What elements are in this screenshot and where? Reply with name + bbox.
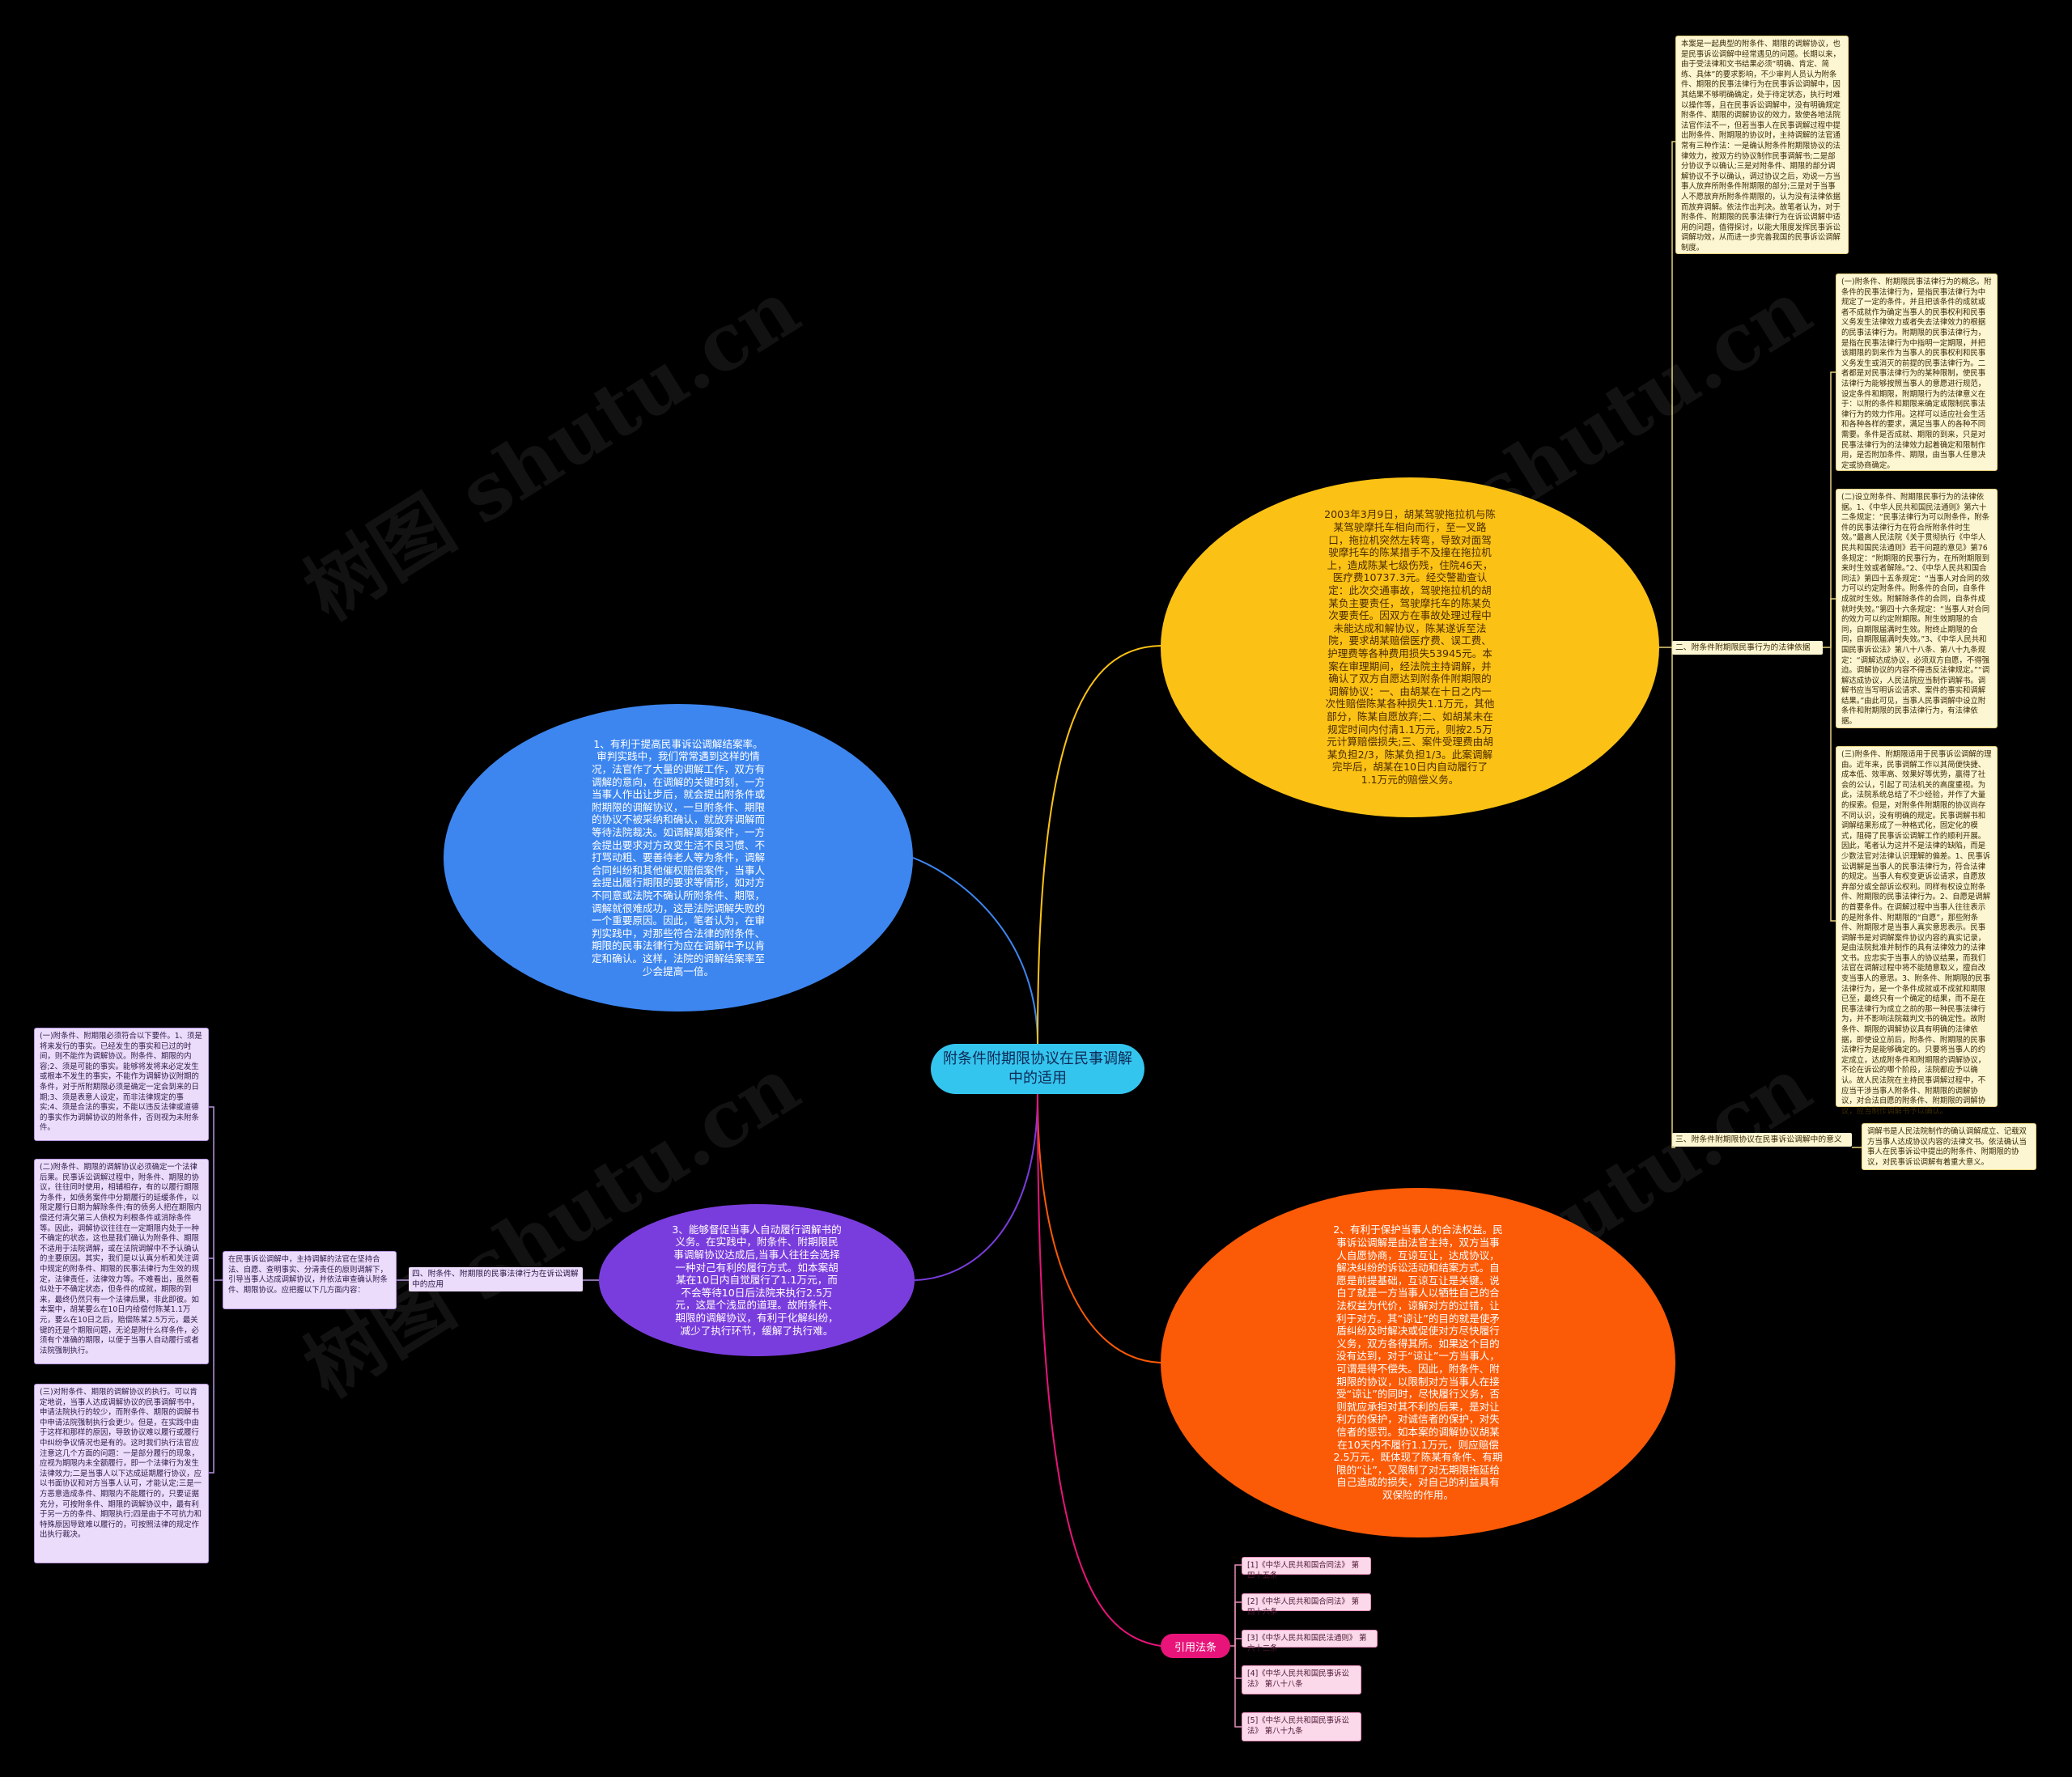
references-topic[interactable]: 引用法条 (1161, 1634, 1230, 1658)
note-execution[interactable]: (三)对附条件、期限的调解协议的执行。可以肯定地说，当事人达成调解协议的民事调解… (34, 1384, 209, 1563)
note-significance[interactable]: 调解书是人民法院制作的确认调解成立、记载双方当事人达成协议内容的法律文书。依法确… (1862, 1123, 2036, 1170)
branch-protection-text: 2、有利于保护当事人的合法权益。民事诉讼调解是由法官主持，双方当事人自愿协商，互… (1333, 1224, 1503, 1501)
reference-item[interactable]: [2]《中华人民共和国合同法》 第四十六条 (1242, 1593, 1371, 1617)
reference-item[interactable]: [1]《中华人民共和国合同法》 第四十五条 (1242, 1557, 1371, 1580)
link-center-yellow (1037, 645, 1161, 1045)
branch-efficiency-text: 1、有利于提高民事诉讼调解结案率。审判实践中，我们常常遇到这样的情况，法官作了大… (591, 737, 766, 978)
label-application[interactable]: 四、附条件、附期限的民事法律行为在诉讼调解中的应用 (409, 1267, 583, 1291)
note-legal-basis[interactable]: (二)设立附条件、附期限民事行为的法律依据。1、《中华人民共和国民法通则》第六十… (1836, 489, 1998, 728)
link-center-purple (914, 1093, 1038, 1281)
note-concept[interactable]: (一)附条件、附期限民事法律行为的概念。附条件的民事法律行为，是指民事法律行为中… (1836, 274, 1998, 471)
link-center-orange (1037, 1093, 1161, 1363)
note-reasons[interactable]: (三)附条件、附期限适用于民事诉讼调解的理由。近年来，民事调解工作以其简便快捷、… (1836, 746, 1998, 1116)
label-significance[interactable]: 三、附条件附期限协议在民事诉讼调解中的意义 (1672, 1133, 1852, 1147)
link-center-blue (912, 857, 1038, 1045)
branch-protection[interactable]: 2、有利于保护当事人的合法权益。民事诉讼调解是由法官主持，双方当事人自愿协商，互… (1161, 1188, 1675, 1537)
branch-case-text: 2003年3月9日，胡某驾驶拖拉机与陈某驾驶摩托车相向而行，至一叉路口，拖拉机突… (1324, 508, 1496, 786)
branch-enforcement-text: 3、能够督促当事人自动履行调解书的义务。在实践中，附条件、附期限民事调解协议达成… (672, 1223, 842, 1337)
central-topic[interactable]: 附条件附期限协议在民事调解中的适用 (931, 1044, 1144, 1094)
reference-item[interactable]: [3]《中华人民共和国民法通则》 第六十二条 (1242, 1630, 1378, 1653)
note-application-intro[interactable]: 在民事诉讼调解中，主持调解的法官在坚持合法、自愿、查明事实、分清责任的原则调解下… (223, 1251, 397, 1309)
note-case-analysis[interactable]: 本案是一起典型的附条件、期限的调解协议，也是民事诉讼调解中经常遇见的问题。长期以… (1675, 36, 1849, 254)
note-requirements[interactable]: (一)附条件、附期限必须符合以下要件。1、须是将来发行的事实。已经发生的事实和已… (34, 1028, 209, 1141)
branch-case[interactable]: 2003年3月9日，胡某驾驶拖拉机与陈某驾驶摩托车相向而行，至一叉路口，拖拉机突… (1161, 477, 1659, 817)
branch-enforcement[interactable]: 3、能够督促当事人自动履行调解书的义务。在实践中，附条件、附期限民事调解协议达成… (599, 1204, 915, 1356)
reference-item[interactable]: [5]《中华人民共和国民事诉讼法》 第八十九条 (1242, 1712, 1361, 1741)
branch-efficiency[interactable]: 1、有利于提高民事诉讼调解结案率。审判实践中，我们常常遇到这样的情况，法官作了大… (444, 704, 913, 1011)
link-center-refs (1037, 1093, 1161, 1647)
reference-item[interactable]: [4]《中华人民共和国民事诉讼法》 第八十八条 (1242, 1665, 1361, 1694)
label-legal-basis[interactable]: 二、附条件附期限民事行为的法律依据 (1672, 641, 1823, 655)
note-legal-consequence[interactable]: (二)附条件、期限的调解协议必须确定一个法律后果。民事诉讼调解过程中，附条件、期… (34, 1159, 209, 1364)
